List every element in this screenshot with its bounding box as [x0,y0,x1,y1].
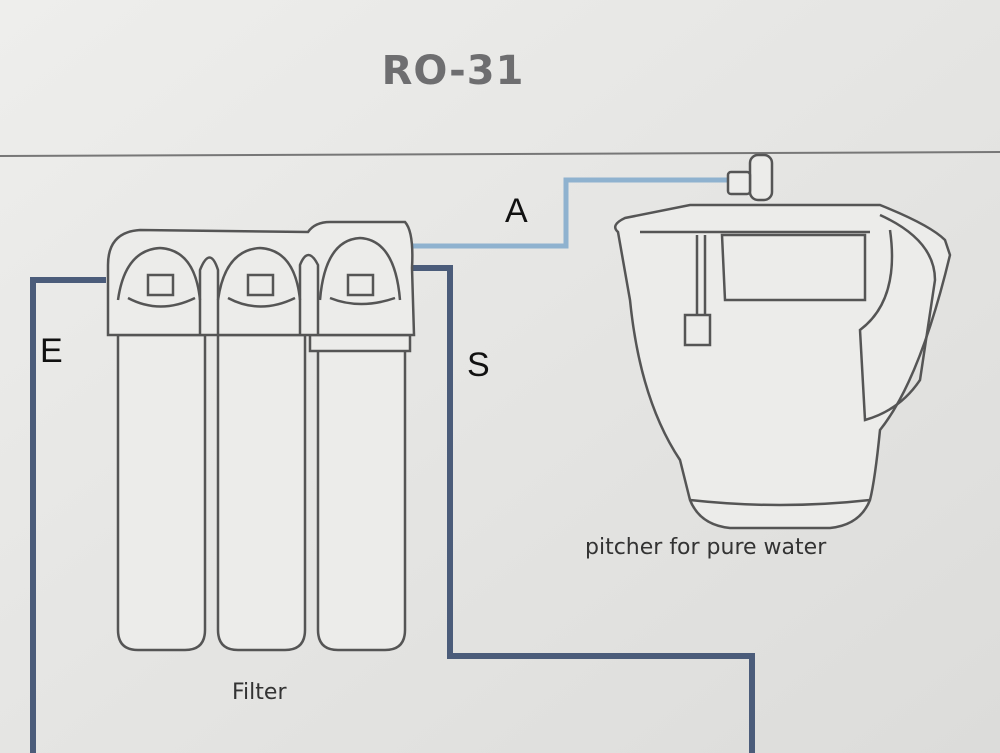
label-s: S [467,346,490,384]
pitcher-caption: pitcher for pure water [585,535,827,560]
pipe-e [30,277,106,753]
filter-caption: Filter [232,680,287,705]
pipe-s [412,265,755,753]
header-divider [0,151,1000,157]
label-e: E [40,332,63,370]
pitcher [613,153,952,530]
page-title: RO-31 [381,48,525,94]
pipe-a [412,177,732,249]
label-a: A [505,192,528,230]
filter-unit [106,220,416,652]
